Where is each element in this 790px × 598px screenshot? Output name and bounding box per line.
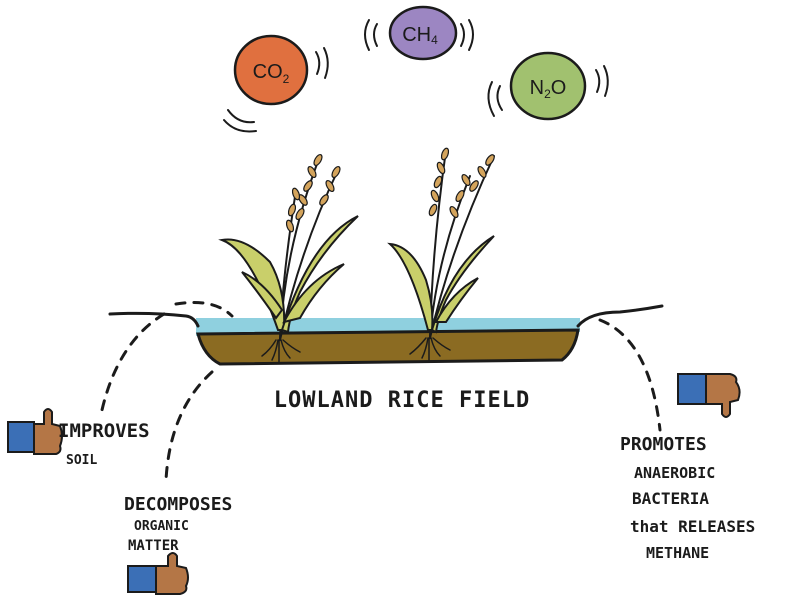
field-cross-section <box>108 304 664 366</box>
rice-plant-left <box>218 153 359 363</box>
promotes-line1: PROMOTES <box>620 434 707 455</box>
n2o-circle <box>509 51 587 121</box>
vibration-lines-icon <box>487 65 609 117</box>
rice-leaf <box>434 277 479 323</box>
svg-text:N2O: N2O <box>530 77 567 101</box>
rice-leaf <box>387 242 434 331</box>
vibration-lines-icon <box>223 47 329 133</box>
promotes-line5: METHANE <box>646 544 709 562</box>
connector-decomposes <box>164 370 214 482</box>
ch4-circle <box>388 5 458 61</box>
connector-promotes <box>598 318 662 432</box>
sleeve <box>7 421 35 453</box>
hand <box>705 373 741 418</box>
rice-grains <box>428 147 495 219</box>
co2-label: CO <box>253 61 283 83</box>
sleeve <box>127 565 157 593</box>
soil-layer <box>196 328 580 366</box>
thumbs-down-icon <box>677 373 741 418</box>
co2-bubble: CO2 <box>223 34 329 133</box>
hand <box>33 408 63 455</box>
decomposes-line1: DECOMPOSES <box>124 494 232 515</box>
rice-leaf <box>218 238 286 331</box>
hand <box>155 552 189 595</box>
promotes-line4: that RELEASES <box>630 517 755 536</box>
n2o-subscript: 2 <box>544 87 551 101</box>
improves-line1: IMPROVES <box>58 420 150 442</box>
connector-improves <box>100 312 166 412</box>
sleeve <box>677 373 707 405</box>
field-label: LOWLAND RICE FIELD <box>274 388 530 413</box>
thumbs-up-icon <box>7 408 63 455</box>
co2-circle <box>233 34 309 106</box>
connector-improves-arc <box>174 301 234 318</box>
n2o-label-n: N <box>530 77 544 99</box>
roots-icon <box>409 337 451 361</box>
improves-line2: SOIL <box>66 453 97 468</box>
vibration-lines-icon <box>364 19 474 51</box>
rice-plant-right <box>387 147 495 361</box>
ch4-label: CH <box>402 24 431 46</box>
co2-subscript: 2 <box>283 72 290 86</box>
promotes-line2: ANAEROBIC <box>634 464 715 482</box>
promotes-line3: BACTERIA <box>632 489 709 508</box>
dashed-connectors <box>100 301 662 482</box>
n2o-label-o: O <box>551 77 567 99</box>
ground-line <box>576 304 664 328</box>
n2o-bubble: N2O <box>487 51 609 121</box>
svg-text:CH4: CH4 <box>402 24 438 47</box>
ch4-subscript: 4 <box>431 33 438 47</box>
rice-grains <box>285 153 341 233</box>
decomposes-line2: ORGANIC <box>134 519 189 534</box>
roots-icon <box>261 339 301 363</box>
ground-line <box>108 311 200 328</box>
decomposes-line3: MATTER <box>128 538 179 554</box>
ch4-bubble: CH4 <box>364 5 474 61</box>
thumbs-up-icon <box>127 552 189 595</box>
rice-leaf <box>241 271 284 320</box>
svg-text:CO2: CO2 <box>253 61 290 86</box>
rice-leaf <box>282 263 345 324</box>
